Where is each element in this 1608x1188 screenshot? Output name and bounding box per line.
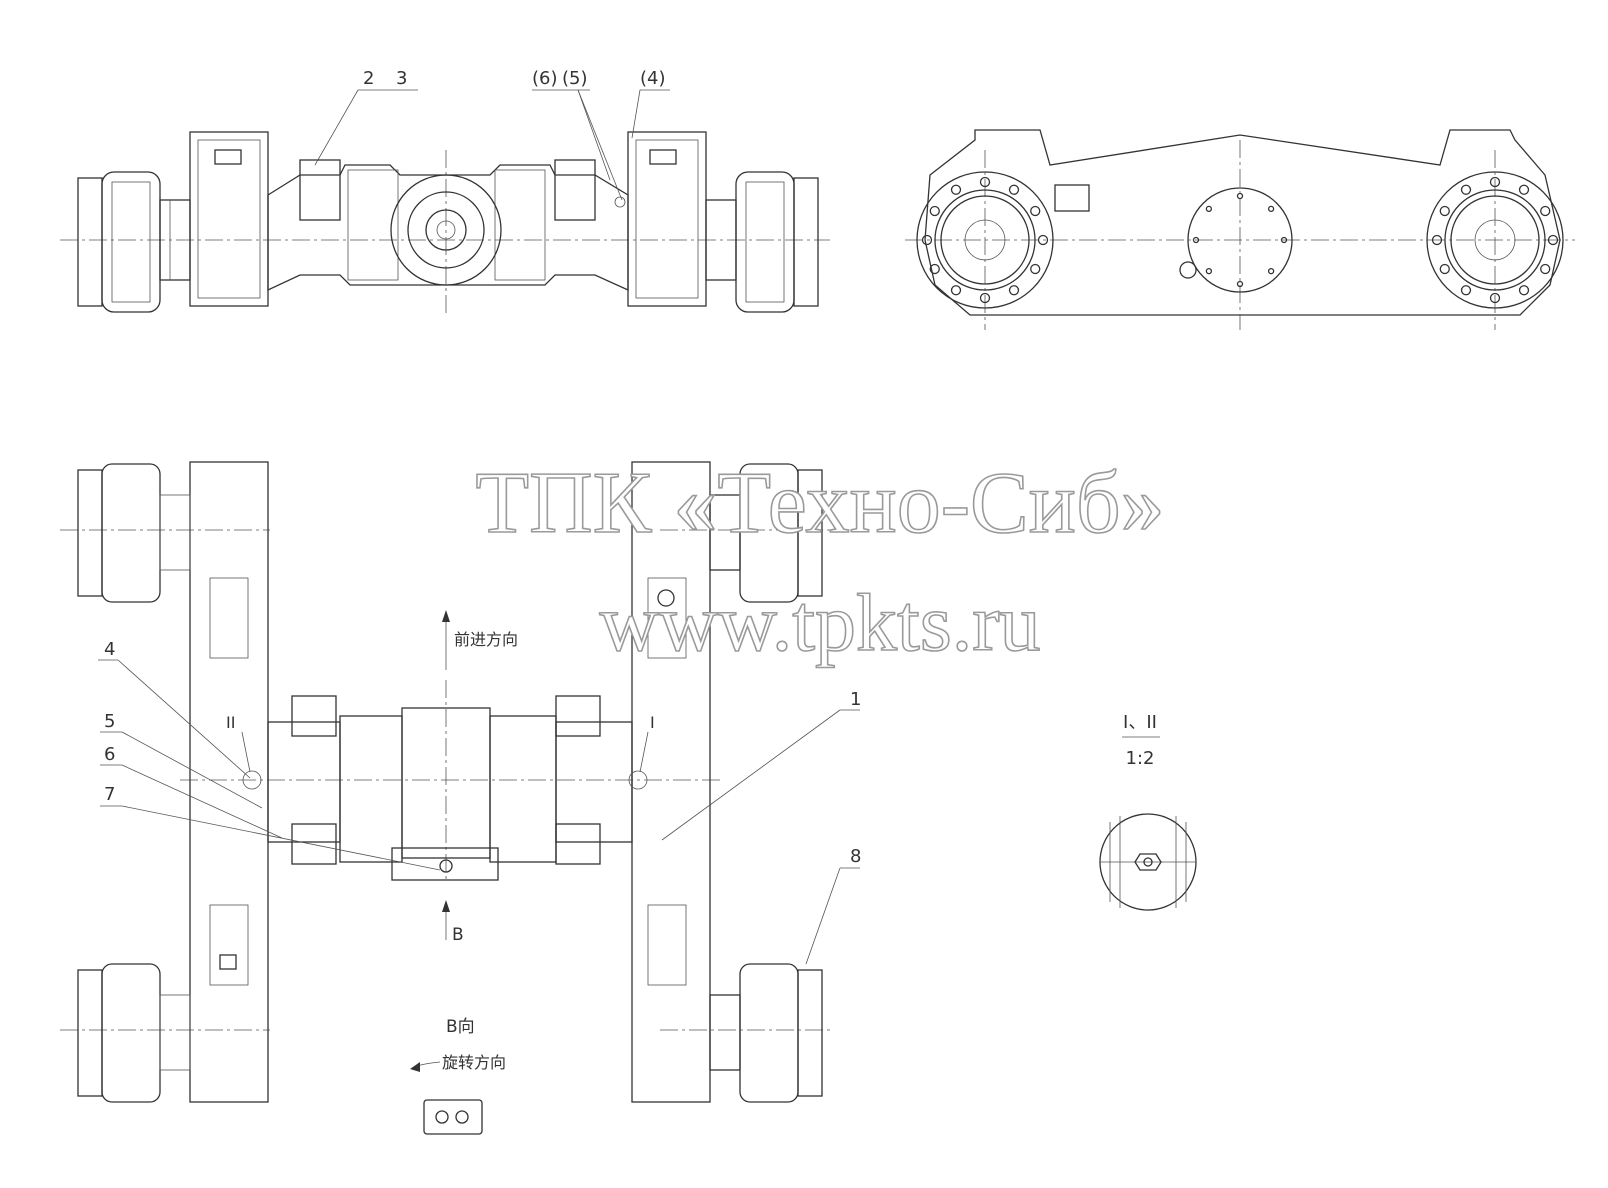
flange-bolt	[1540, 205, 1551, 217]
flange-bolt	[1037, 234, 1049, 246]
flange-bolt	[1205, 205, 1213, 213]
flange-bolt	[1236, 192, 1244, 200]
axle-housing-front	[267, 159, 629, 292]
detail-scale: 1:2	[1126, 748, 1155, 769]
flange-bolt	[1008, 285, 1020, 296]
flange-bolt	[1439, 205, 1450, 217]
callout-8: 8	[850, 846, 861, 867]
flange-bolt	[929, 263, 940, 275]
flange-bolt	[1518, 285, 1530, 296]
section-mark-ii: II	[226, 713, 235, 732]
flange-bolt	[1008, 184, 1020, 195]
side-view	[905, 129, 1575, 330]
flange-bolt	[1280, 236, 1288, 244]
left-rail	[189, 461, 269, 1103]
watermark-url: www.tpkts.ru	[599, 577, 1040, 668]
section-mark-i: I	[650, 713, 655, 732]
left-side-frame	[189, 131, 269, 307]
flange-bolt	[1460, 184, 1472, 195]
callout-1: 1	[850, 689, 861, 710]
flange-bolt	[1547, 234, 1559, 246]
flange-bolt	[1489, 176, 1501, 188]
callout-6-ref: (6)	[532, 68, 558, 89]
detail-title: I、II	[1123, 712, 1157, 733]
right-side-frame	[627, 131, 707, 307]
flange-bolt	[1030, 205, 1041, 217]
plan-view: 4 5 6 7 II I 1 8 前进方向 B B向 旋转方向	[60, 461, 861, 1135]
flange-bolt	[1030, 263, 1041, 275]
flange-bolt	[1267, 205, 1275, 213]
callout-4-ref: (4)	[640, 68, 666, 89]
view-b-arrow-label: B	[452, 925, 464, 945]
flange-bolt	[921, 234, 933, 246]
flange-bolt	[950, 184, 962, 195]
right-hub-front	[705, 171, 819, 313]
hub-bottom-left	[77, 963, 191, 1103]
front-view: 2 3 (6) (5) (4)	[60, 68, 830, 315]
flange-bolt	[929, 205, 940, 217]
flange-bolt	[1489, 292, 1501, 304]
flange-bolt	[1192, 236, 1200, 244]
detail-view: I、II 1:2	[1099, 712, 1197, 911]
left-hub-front	[77, 171, 191, 313]
flange-bolt	[1267, 267, 1275, 275]
callout-7: 7	[104, 784, 115, 805]
callout-2: 2	[363, 68, 374, 89]
callout-4: 4	[104, 639, 115, 660]
flange-bolt	[1205, 267, 1213, 275]
flange-bolt	[1460, 285, 1472, 296]
right-rail	[631, 461, 711, 1103]
flange-bolt	[979, 292, 991, 304]
callout-6: 6	[104, 744, 115, 765]
callout-3: 3	[396, 68, 407, 89]
hub-bottom-right	[709, 963, 823, 1103]
watermark: ТПК «Техно-Сиб» www.tpkts.ru	[475, 454, 1166, 669]
view-b-part	[423, 1099, 483, 1135]
flange-bolt	[1236, 280, 1244, 288]
hub-top-left	[77, 463, 191, 603]
callout-5-ref: (5)	[562, 68, 588, 89]
watermark-company: ТПК «Техно-Сиб»	[475, 455, 1164, 552]
flange-bolt	[979, 176, 991, 188]
forward-direction-label: 前进方向	[454, 630, 518, 649]
flange-bolt	[950, 285, 962, 296]
flange-bolt	[1518, 184, 1530, 195]
flange-bolt	[1439, 263, 1450, 275]
hub-top-right	[709, 463, 823, 603]
flange-bolt	[1431, 234, 1443, 246]
flange-bolt	[1540, 263, 1551, 275]
view-b-title: B向	[446, 1017, 475, 1037]
axle-plan	[267, 695, 633, 881]
rotation-direction-label: 旋转方向	[442, 1053, 506, 1072]
callout-5: 5	[104, 711, 115, 732]
